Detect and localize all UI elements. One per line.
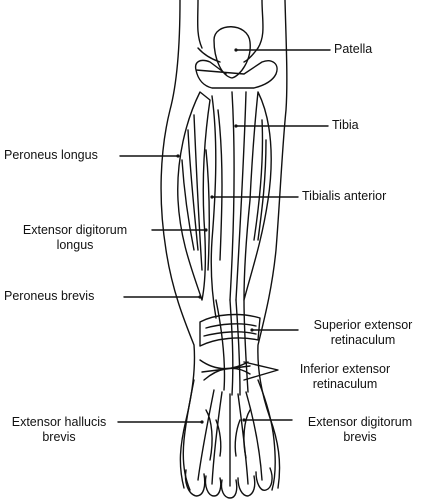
label-patella-text: Patella (334, 42, 373, 56)
label-inferior-extensor-retinaculum: Inferior extensor retinaculum (282, 362, 408, 392)
label-tibialis-anterior-text: Tibialis anterior (302, 189, 387, 203)
label-extensor-digitorum-brevis-line1: Extensor digitorum (307, 415, 413, 429)
label-tibialis-anterior: Tibialis anterior (302, 189, 386, 204)
label-tibia-text: Tibia (332, 118, 359, 132)
toe-4 (237, 475, 256, 497)
foot-outline-left (182, 379, 195, 491)
label-patella: Patella (334, 42, 372, 57)
label-tibia: Tibia (332, 118, 359, 133)
medial-muscle (243, 91, 272, 301)
label-peroneus-brevis: Peroneus brevis (4, 289, 94, 304)
femur (196, 0, 264, 49)
toe-5 (255, 467, 273, 491)
toe-1 (184, 469, 206, 497)
leader-inferior-retinaculum (243, 361, 279, 381)
label-extensor-digitorum-longus-line2: longus (56, 238, 94, 252)
label-inferior-retinaculum-line1: Inferior extensor (299, 362, 391, 376)
patella-outline (213, 26, 251, 79)
label-extensor-hallucis-brevis-line1: Extensor hallucis (11, 415, 107, 429)
label-extensor-digitorum-longus: Extensor digitorum longus (2, 223, 148, 253)
label-superior-retinaculum-line2: retinaculum (330, 333, 396, 347)
label-peroneus-longus-text: Peroneus longus (4, 148, 98, 162)
label-inferior-retinaculum-line2: retinaculum (312, 377, 378, 391)
peroneus-longus-muscle (177, 91, 211, 301)
leg-outline-left (160, 0, 196, 489)
superior-retinaculum (199, 313, 261, 347)
tibia-shaft (229, 91, 247, 301)
inferior-retinaculum (199, 359, 251, 381)
label-extensor-hallucis-brevis-line2: brevis (42, 430, 76, 444)
label-extensor-digitorum-brevis: Extensor digitorum brevis (294, 415, 426, 445)
tibia-head (194, 59, 278, 89)
label-extensor-digitorum-brevis-line2: brevis (343, 430, 377, 444)
label-peroneus-longus: Peroneus longus (4, 148, 98, 163)
label-extensor-hallucis-brevis: Extensor hallucis brevis (0, 415, 118, 445)
toe-2 (204, 475, 222, 497)
foot-outline-right (257, 379, 277, 491)
label-extensor-digitorum-longus-line1: Extensor digitorum (22, 223, 128, 237)
extensor-digitorum-longus (210, 95, 217, 319)
label-peroneus-brevis-text: Peroneus brevis (4, 289, 95, 303)
label-superior-retinaculum-line1: Superior extensor (313, 318, 413, 332)
toe-3 (220, 479, 238, 499)
leg-outline-right (257, 0, 288, 489)
label-superior-extensor-retinaculum: Superior extensor retinaculum (300, 318, 426, 348)
